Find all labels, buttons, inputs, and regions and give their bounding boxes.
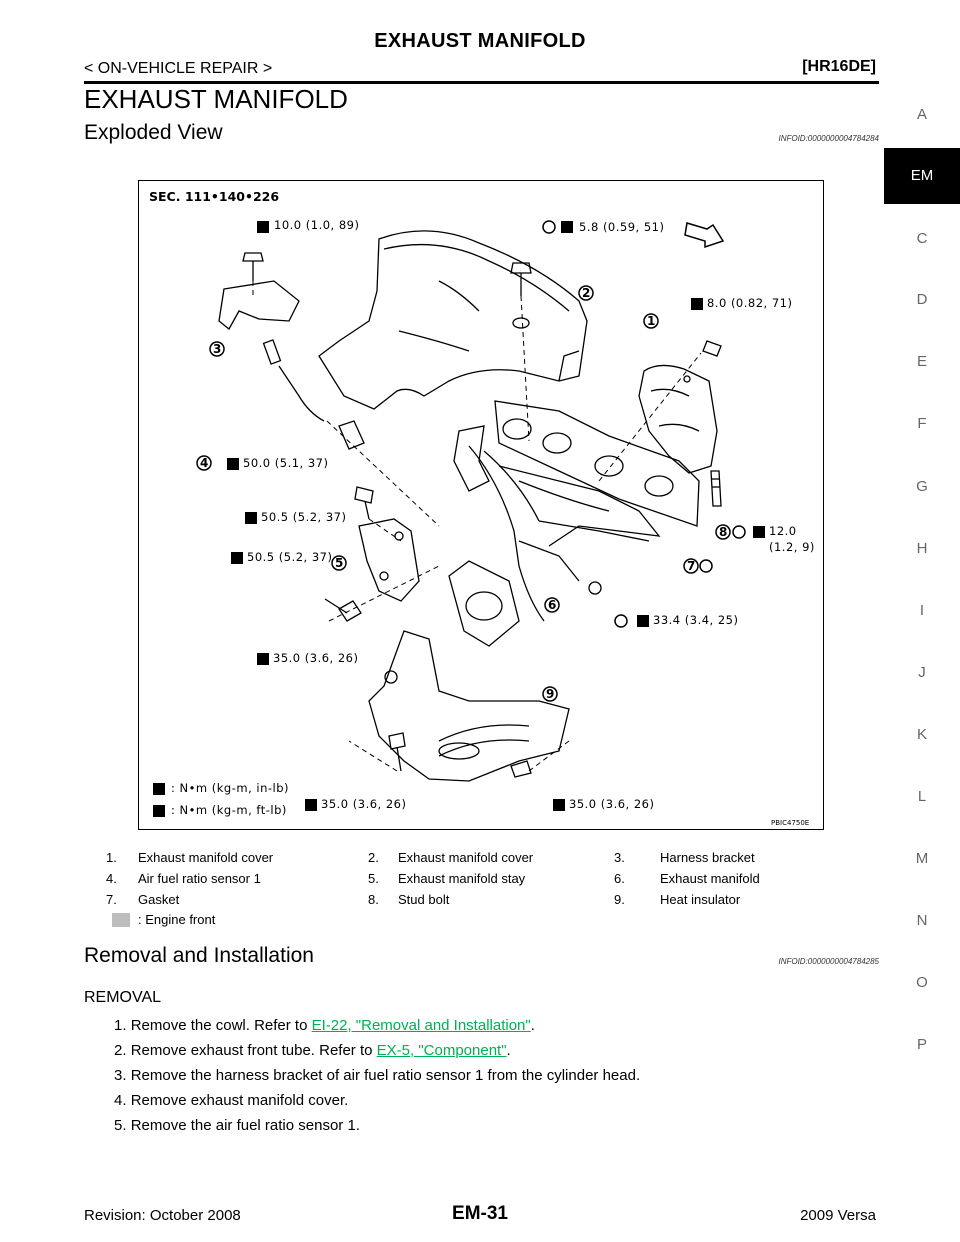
- leader-lines: [252, 281, 702, 772]
- exhaust-manifold-cover-side: [638, 364, 718, 474]
- ref-link-ei-22[interactable]: EI-22, "Removal and Installation": [311, 1017, 531, 1034]
- running-header-title: EXHAUST MANIFOLD: [374, 30, 586, 52]
- bolts: [242, 252, 722, 778]
- removal-installation-infoid: INFOID:0000000004784285: [778, 957, 879, 966]
- torque-label: 8.0 (0.82, 71): [707, 296, 792, 310]
- tab-d[interactable]: D: [916, 291, 928, 308]
- engine-front-arrow-icon: [684, 222, 725, 249]
- removal-steps: 1. Remove the cowl. Refer to EI-22, "Rem…: [84, 1017, 864, 1167]
- torque-label: 33.4 (3.4, 25): [653, 613, 738, 627]
- sec-label: SEC. 111•140•226: [149, 189, 279, 204]
- tab-em[interactable]: EM: [884, 148, 960, 204]
- wrench-icon: [305, 799, 317, 811]
- svg-text:9: 9: [546, 687, 554, 701]
- step: 3. Remove the harness bracket of air fue…: [114, 1067, 641, 1084]
- wrench-icon: [553, 799, 565, 811]
- exploded-view-infoid: INFOID:0000000004784284: [778, 134, 879, 143]
- wrench-icon: [153, 805, 165, 817]
- footer-page-number: EM-31: [452, 1203, 508, 1224]
- exhaust-manifold: [448, 425, 661, 647]
- wrench-icon: [231, 552, 243, 564]
- svg-text:7: 7: [687, 559, 695, 573]
- replace-icon: [614, 614, 628, 628]
- torque-icons: [153, 221, 765, 817]
- tab-f[interactable]: F: [917, 415, 927, 432]
- engine-model-label: [HR16DE]: [802, 58, 876, 75]
- tab-c[interactable]: C: [916, 230, 928, 247]
- exploded-view-heading: Exploded View: [84, 121, 223, 144]
- torque-label: (1.2, 9): [769, 540, 815, 554]
- footer-revision: Revision: October 2008: [84, 1207, 241, 1224]
- svg-text:2: 2: [582, 286, 590, 300]
- torque-label: 50.5 (5.2, 37): [247, 550, 332, 564]
- step: 5. Remove the air fuel ratio sensor 1.: [114, 1117, 360, 1134]
- torque-label: 5.8 (0.59, 51): [579, 220, 664, 234]
- svg-text:1: 1: [647, 314, 655, 328]
- engine-front-icon: [112, 913, 130, 927]
- tab-n[interactable]: N: [916, 912, 928, 929]
- air-fuel-ratio-sensor: [262, 339, 365, 450]
- torque-label: 35.0 (3.6, 26): [569, 797, 654, 811]
- torque-label: 35.0 (3.6, 26): [321, 797, 406, 811]
- wrench-icon: [691, 298, 703, 310]
- svg-text:8: 8: [719, 525, 727, 539]
- tab-l[interactable]: L: [917, 788, 927, 805]
- ref-link-ex-5[interactable]: EX-5, "Component": [376, 1042, 507, 1059]
- wrench-icon: [245, 512, 257, 524]
- torque-label: 10.0 (1.0, 89): [274, 218, 359, 232]
- heat-insulator: [368, 630, 570, 782]
- replace-icon: [542, 220, 556, 234]
- section-label: < ON-VEHICLE REPAIR >: [84, 60, 273, 77]
- step: 1. Remove the cowl. Refer to EI-22, "Rem…: [114, 1017, 535, 1034]
- wrench-icon: [637, 615, 649, 627]
- svg-text:4: 4: [200, 456, 208, 470]
- wrench-icon: [753, 526, 765, 538]
- tab-g[interactable]: G: [916, 478, 928, 495]
- exhaust-manifold-stay: [358, 518, 420, 602]
- tab-a[interactable]: A: [916, 106, 927, 123]
- replace-icon: [699, 559, 713, 573]
- wrench-icon: [257, 221, 269, 233]
- footer-model: 2009 Versa: [800, 1207, 876, 1224]
- wrench-icon: [257, 653, 269, 665]
- exploded-view-figure: SEC. 111•140•226: [138, 180, 824, 830]
- replace-icons: [542, 220, 746, 628]
- torque-label: 12.0: [769, 524, 797, 538]
- units-ft-lb: : N•m (kg-m, ft-lb): [171, 803, 287, 817]
- gasket: [494, 400, 700, 527]
- tab-e[interactable]: E: [916, 353, 927, 370]
- tab-k[interactable]: K: [916, 726, 927, 743]
- figure-code: PBIC4750E: [771, 819, 809, 827]
- units-in-lb: : N•m (kg-m, in-lb): [171, 781, 289, 795]
- tab-i[interactable]: I: [919, 602, 925, 619]
- tab-h[interactable]: H: [916, 540, 928, 557]
- torque-label: 35.0 (3.6, 26): [273, 651, 358, 665]
- exploded-diagram: SEC. 111•140•226: [149, 189, 815, 827]
- torque-label: 50.0 (5.1, 37): [243, 456, 328, 470]
- step: 4. Remove exhaust manifold cover.: [114, 1092, 349, 1109]
- removal-installation-heading: Removal and Installation: [84, 944, 314, 967]
- harness-bracket: [218, 280, 300, 330]
- svg-text:6: 6: [548, 598, 556, 612]
- stud-bolt: [710, 470, 722, 507]
- engine-front-legend: : Engine front: [138, 912, 216, 927]
- step: 2. Remove exhaust front tube. Refer to E…: [114, 1042, 511, 1059]
- svg-text:3: 3: [213, 342, 221, 356]
- removal-heading: REMOVAL: [84, 989, 162, 1006]
- tab-o[interactable]: O: [916, 974, 928, 991]
- svg-text:5: 5: [335, 556, 343, 570]
- wrench-icon: [153, 783, 165, 795]
- replace-icon: [732, 525, 746, 539]
- wrench-icon: [227, 458, 239, 470]
- page-title: EXHAUST MANIFOLD: [84, 84, 348, 114]
- wrench-icon: [561, 221, 573, 233]
- callouts: 1 2 3 4 5 6 7 8 9: [196, 285, 731, 702]
- tab-p[interactable]: P: [916, 1036, 927, 1053]
- tab-j[interactable]: J: [918, 664, 926, 681]
- tab-m[interactable]: M: [915, 850, 929, 867]
- torque-label: 50.5 (5.2, 37): [261, 510, 346, 524]
- exhaust-manifold-cover-upper: [318, 230, 588, 410]
- header-rule: [84, 81, 879, 84]
